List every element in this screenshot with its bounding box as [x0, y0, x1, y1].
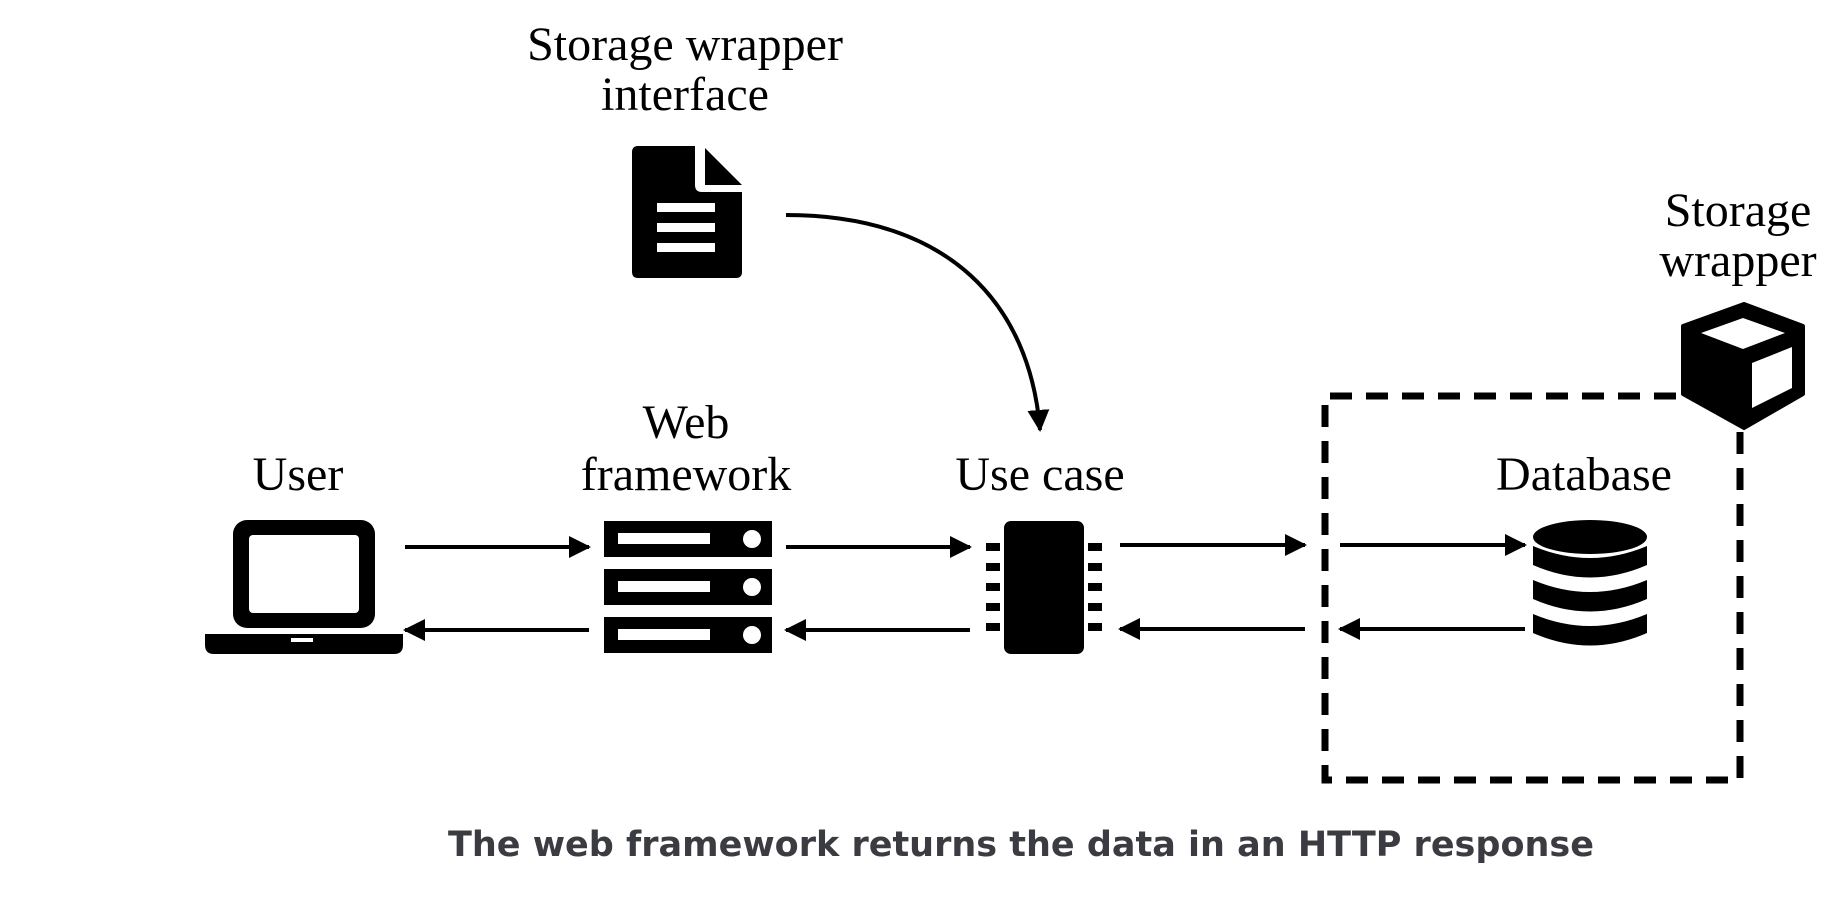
server-rack-icon — [604, 521, 772, 653]
storage-wrapper-label-line2: wrapper — [1659, 234, 1816, 287]
use-case-label: Use case — [955, 448, 1124, 501]
cube-icon — [1681, 302, 1805, 430]
web-framework-label-line2: framework — [581, 448, 792, 501]
database-icon — [1533, 520, 1647, 646]
storage-wrapper-boundary — [1321, 392, 1744, 784]
document-icon — [632, 146, 742, 278]
storage-wrapper-interface-label-line1: Storage wrapper — [527, 18, 843, 71]
laptop-icon — [205, 520, 403, 654]
storage-wrapper-interface-label-line2: interface — [601, 68, 769, 121]
interface-to-usecase-arrow — [785, 213, 1050, 432]
user-label: User — [253, 448, 344, 501]
diagram-caption: The web framework returns the data in an… — [448, 825, 1594, 865]
web-framework-label-line1: Web — [643, 396, 730, 449]
storage-wrapper-label-line1: Storage — [1665, 184, 1812, 237]
chip-icon — [986, 521, 1102, 654]
database-label: Database — [1496, 448, 1672, 501]
